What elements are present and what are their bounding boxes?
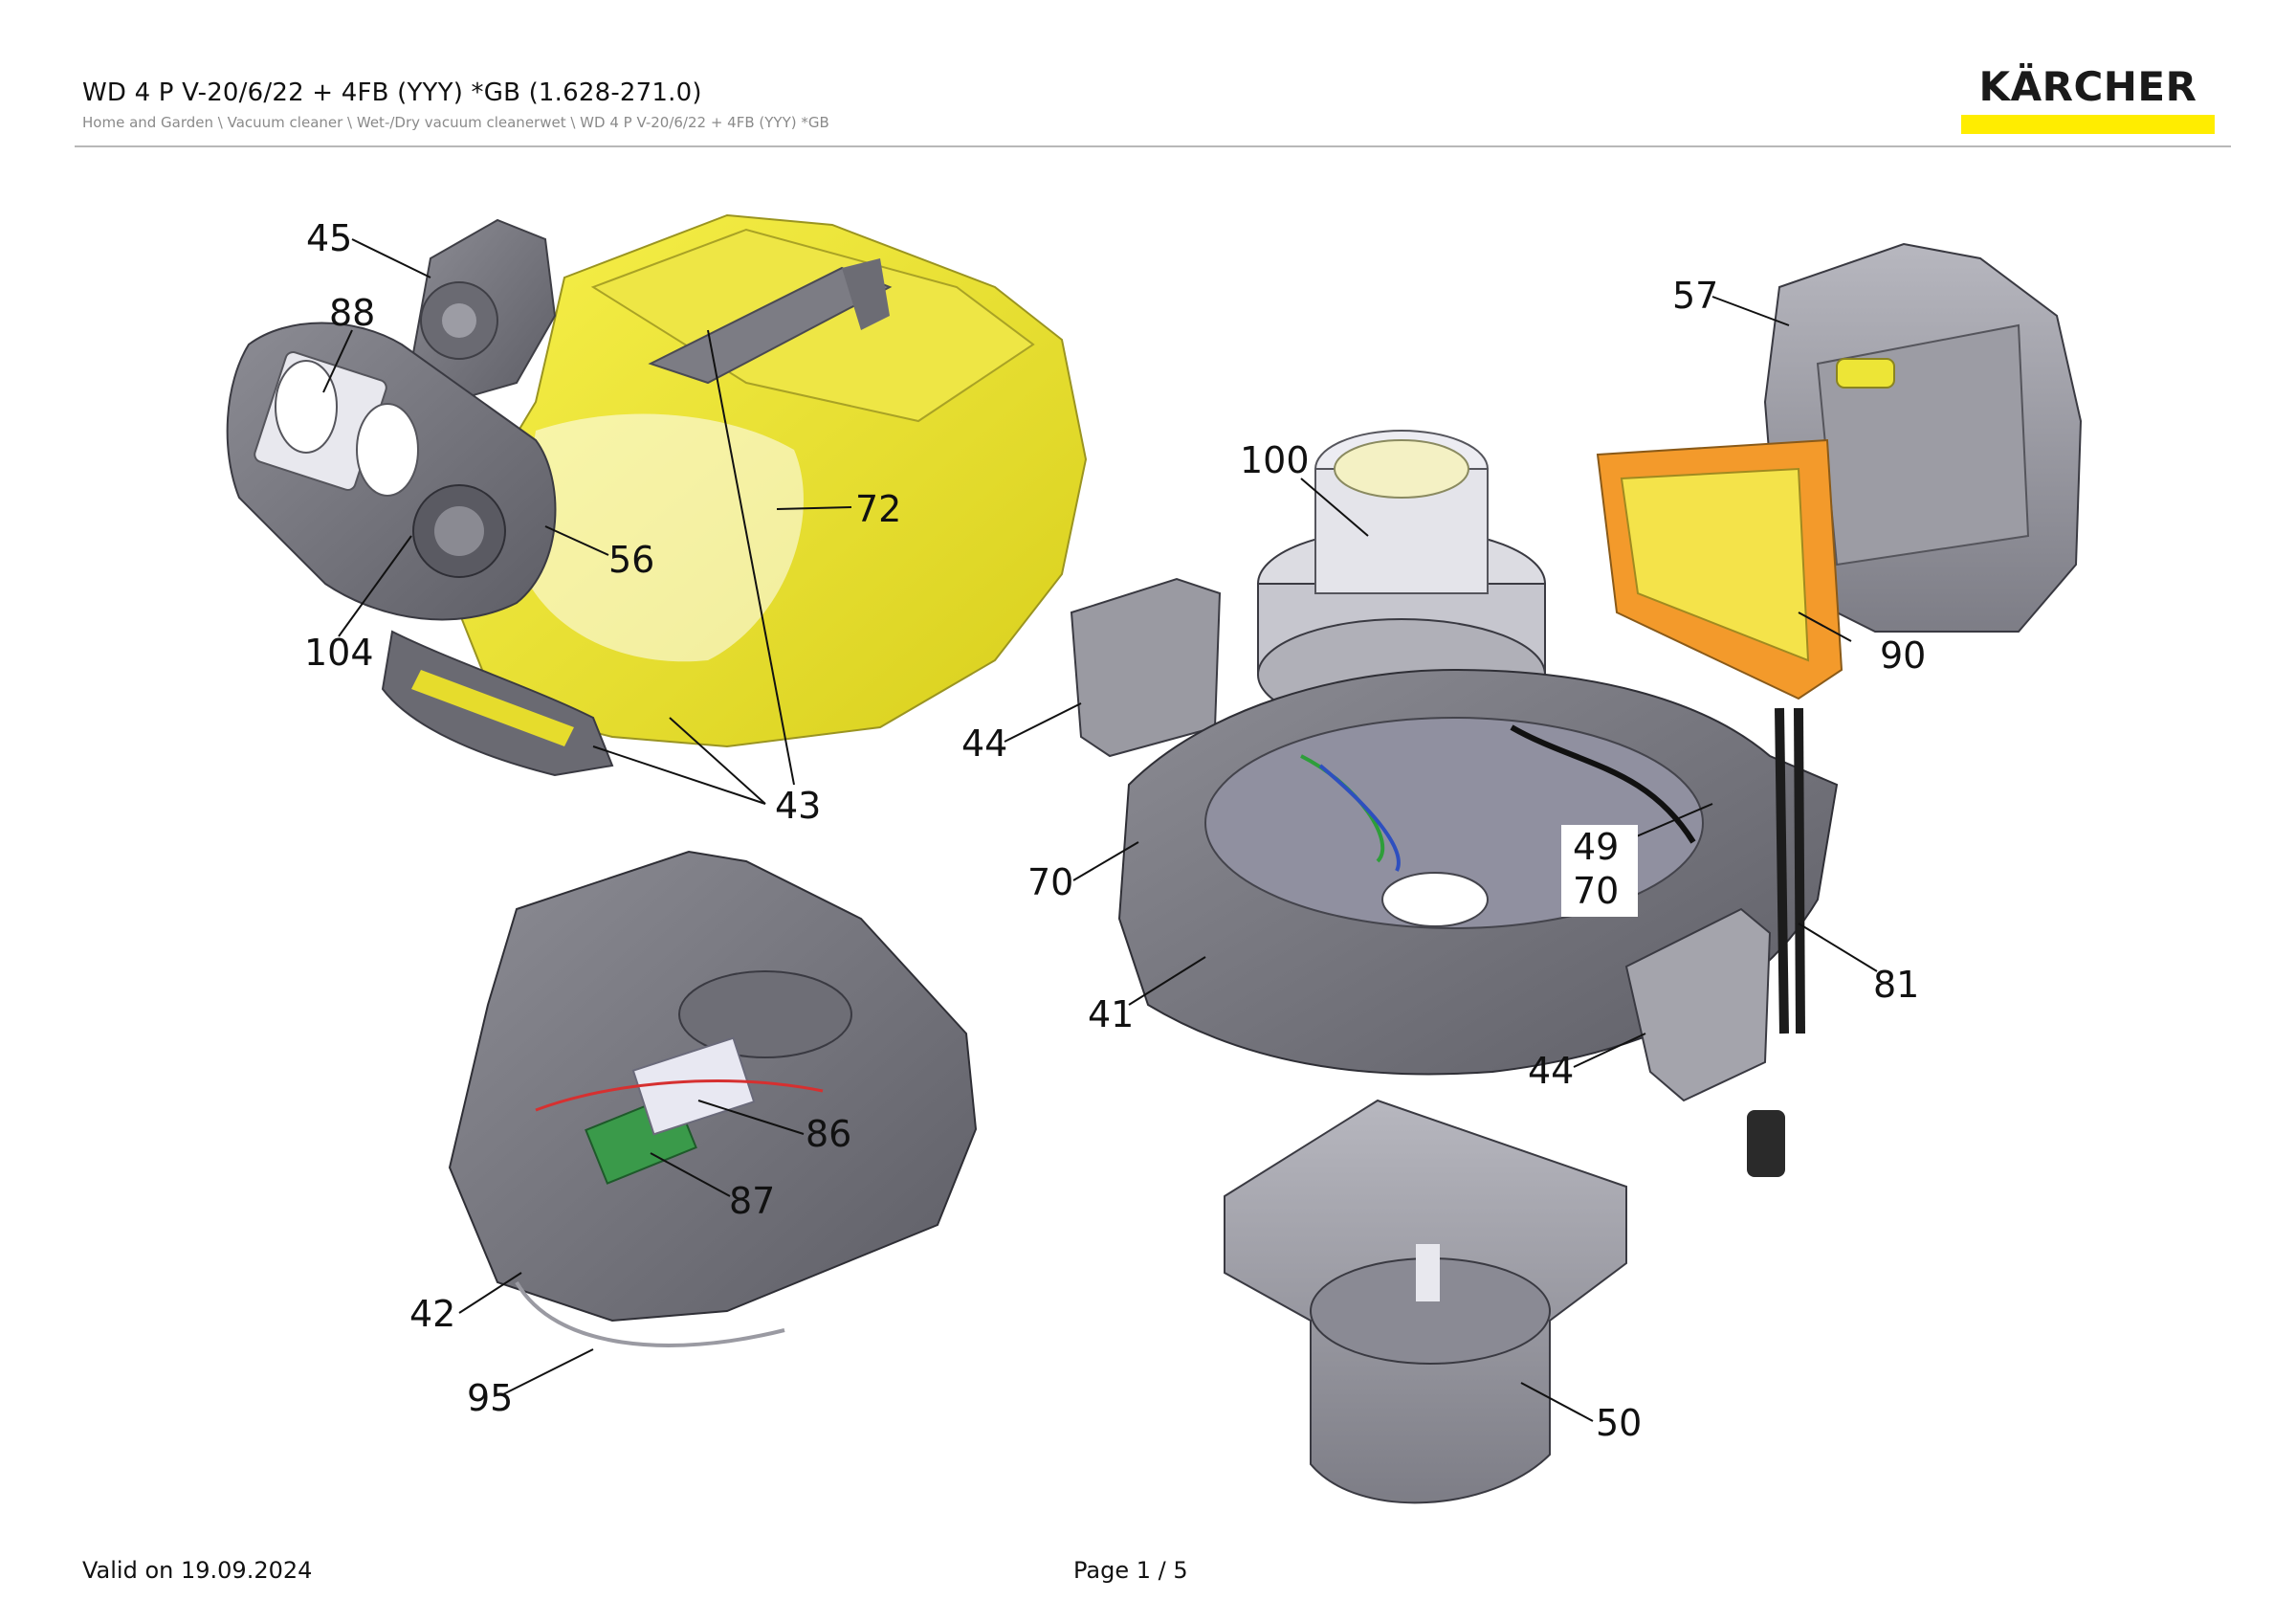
callout-100: 100 [1240,439,1310,481]
power-cable-part [1747,707,1805,1177]
logo-yellow-bar [1961,115,2215,134]
filter-cover-part [1763,242,2083,633]
callout-70-left: 70 [1027,861,1073,903]
logo-wordmark: KÄRCHER [1978,63,2197,110]
exploded-parts-diagram: 45 88 56 104 72 43 43 100 57 90 44 70 49… [226,213,2083,1504]
callout-95: 95 [467,1377,513,1419]
top-cover-part [457,213,1088,748]
container-part [1224,1099,1627,1504]
callout-43-a: 43 [775,785,821,827]
callout-49-70-box: 49 70 [1561,825,1638,917]
karcher-logo: KÄRCHER [1961,63,2215,137]
side-cap-part-lower [1624,907,1772,1102]
callout-57: 57 [1672,275,1718,317]
wire-loop-part [515,1281,785,1347]
callout-44-upper: 44 [961,723,1007,765]
side-cap-part-upper [1070,577,1222,758]
callout-56: 56 [608,539,654,581]
header-rule [75,145,2231,147]
callout-49: 49 [1573,826,1619,868]
callout-44-lower: 44 [1528,1050,1574,1092]
callout-70-right: 70 [1573,870,1619,912]
lower-housing-part [448,850,978,1323]
switch-housing-part [409,218,557,404]
callout-72: 72 [855,488,901,530]
callout-42: 42 [409,1293,455,1335]
callout-88: 88 [329,292,375,334]
breadcrumb: Home and Garden \ Vacuum cleaner \ Wet-/… [82,114,829,131]
callout-86: 86 [806,1113,851,1155]
footer-valid-date: Valid on 19.09.2024 [82,1557,313,1584]
footer-page-number: Page 1 / 5 [1073,1557,1188,1584]
callout-87: 87 [729,1180,775,1222]
callout-45: 45 [306,217,352,259]
callout-50: 50 [1596,1402,1642,1444]
flat-filter-part [1596,438,1843,700]
callout-41: 41 [1088,993,1134,1035]
callout-labels: 45 88 56 104 72 43 43 100 57 90 44 70 49… [304,217,1926,1444]
document-title: WD 4 P V-20/6/22 + 4FB (YYY) *GB (1.628-… [82,78,702,107]
callout-90: 90 [1880,634,1926,677]
front-panel-part [226,322,557,621]
callout-81: 81 [1873,964,1919,1006]
leader-lines [322,238,1878,1422]
callout-104: 104 [304,632,374,674]
logo-badge-part [381,630,614,777]
